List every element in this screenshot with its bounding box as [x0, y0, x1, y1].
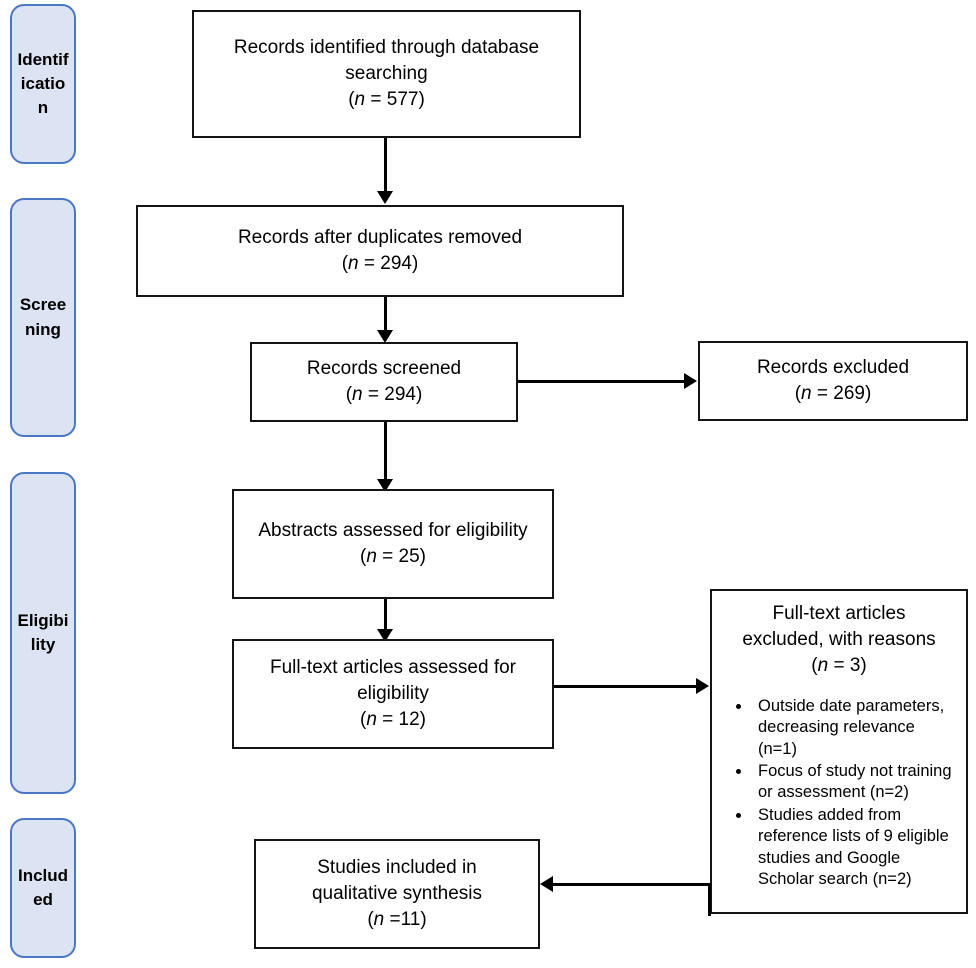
connector-screened-to-excluded: [518, 380, 686, 383]
n-value: = 269): [811, 383, 872, 404]
stage-label-screening: Screening: [19, 295, 67, 339]
paren-open: (: [367, 909, 374, 931]
stage-pill-identification: Identification: [10, 4, 76, 164]
fulltext-excluded-line2: excluded, with reasons: [742, 629, 936, 651]
fulltext-excluded-heading: Full-text articles excluded, with reason…: [718, 601, 960, 680]
arrowhead-abstracts-to-fulltext: [377, 629, 393, 642]
exclusion-reason-item: Studies added from reference lists of 9 …: [752, 805, 956, 891]
connector-identified-to-duplicates: [384, 138, 387, 193]
stage-label-eligibility: Eligibility: [17, 610, 69, 654]
arrowhead-identified-to-duplicates: [377, 191, 393, 204]
box-fulltext-excluded-reasons: Full-text articles excluded, with reason…: [710, 589, 968, 914]
records-screened-line1: Records screened: [306, 357, 462, 379]
paren-open: (: [359, 546, 367, 567]
fulltext-excluded-line1: Full-text articles: [772, 603, 906, 624]
n-value: = 577): [365, 89, 425, 111]
connector-screened-to-abstracts: [384, 422, 387, 482]
n-symbol: n: [366, 709, 377, 731]
n-symbol: n: [352, 384, 363, 405]
studies-included-count: (n =11): [264, 907, 530, 933]
records-excluded-count: (n = 269): [708, 381, 958, 407]
fulltext-assessed-line1: Full-text articles assessed for: [269, 656, 517, 678]
fulltext-assessed-line2: eligibility: [357, 682, 429, 704]
n-symbol: n: [373, 909, 385, 931]
stage-label-identification: Identification: [17, 49, 69, 118]
n-value: = 25): [376, 546, 427, 567]
paren-open: (: [811, 655, 818, 677]
abstracts-assessed-count: (n = 25): [242, 544, 544, 570]
arrowhead-fulltext-to-reasons: [696, 678, 709, 694]
n-value: = 294): [358, 253, 419, 274]
stage-pill-screening: Screening: [10, 198, 76, 437]
n-symbol: n: [366, 546, 377, 567]
n-symbol: n: [817, 655, 829, 677]
records-after-duplicates-count: (n = 294): [146, 251, 614, 277]
box-studies-included: Studies included in qualitative synthesi…: [254, 839, 540, 949]
n-symbol: n: [354, 89, 366, 111]
n-symbol: n: [348, 253, 359, 274]
n-value: = 294): [362, 384, 423, 405]
connector-reasons-elbow-horizontal: [552, 883, 710, 886]
box-abstracts-assessed: Abstracts assessed for eligibility (n = …: [232, 489, 554, 599]
exclusion-reason-item: Outside date parameters, decreasing rele…: [752, 696, 956, 760]
records-identified-line2: searching: [345, 62, 428, 84]
records-identified-count: (n = 577): [202, 87, 571, 113]
n-value: = 3): [828, 655, 867, 677]
studies-included-line2: qualitative synthesis: [311, 882, 483, 904]
paren-open: (: [348, 89, 355, 111]
arrowhead-screened-to-excluded: [684, 373, 697, 389]
connector-fulltext-to-reasons: [554, 685, 698, 688]
records-excluded-line1: Records excluded: [756, 356, 910, 378]
n-symbol: n: [801, 383, 812, 404]
connector-abstracts-to-fulltext: [384, 599, 387, 632]
abstracts-assessed-line1: Abstracts assessed for eligibility: [258, 519, 528, 541]
records-identified-line1: Records identified through database: [233, 36, 540, 58]
stage-label-included: Included: [17, 865, 69, 909]
arrowhead-screened-to-abstracts: [377, 479, 393, 492]
exclusion-reason-item: Focus of study not training or assessmen…: [752, 761, 956, 804]
paren-open: (: [345, 384, 353, 405]
connector-reasons-elbow-vertical: [708, 883, 711, 916]
stage-pill-eligibility: Eligibility: [10, 472, 76, 794]
box-records-after-duplicates: Records after duplicates removed (n = 29…: [136, 205, 624, 297]
fulltext-excluded-count: (n = 3): [718, 653, 960, 679]
n-value: = 12): [376, 709, 427, 731]
exclusion-reasons-list: Outside date parameters, decreasing rele…: [718, 696, 960, 892]
n-value: =11): [384, 909, 427, 931]
records-screened-count: (n = 294): [260, 382, 508, 408]
studies-included-line1: Studies included in: [317, 856, 477, 878]
arrowhead-reasons-to-included: [540, 876, 553, 892]
stage-pill-included: Included: [10, 818, 76, 958]
arrowhead-duplicates-to-screened: [377, 330, 393, 343]
box-records-screened: Records screened (n = 294): [250, 342, 518, 422]
paren-open: (: [794, 383, 802, 404]
records-after-duplicates-line1: Records after duplicates removed: [237, 226, 523, 248]
box-fulltext-assessed: Full-text articles assessed for eligibil…: [232, 639, 554, 749]
connector-duplicates-to-screened: [384, 297, 387, 333]
box-records-identified: Records identified through database sear…: [192, 10, 581, 138]
paren-open: (: [359, 709, 367, 731]
box-records-excluded: Records excluded (n = 269): [698, 341, 968, 421]
paren-open: (: [341, 253, 349, 274]
fulltext-assessed-count: (n = 12): [242, 707, 544, 733]
